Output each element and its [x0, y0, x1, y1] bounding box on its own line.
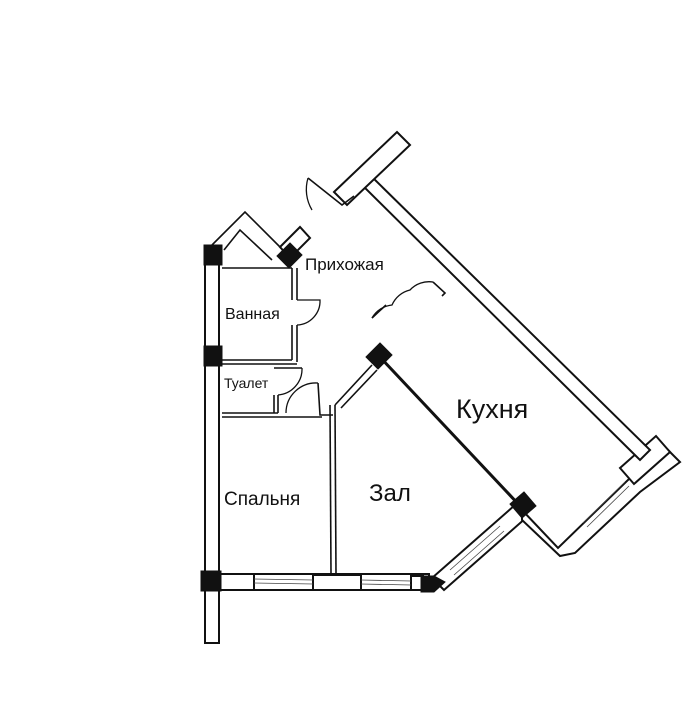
bedroom-door-swing	[285, 382, 319, 414]
room-label-hallway: Прихожая	[305, 255, 384, 274]
entrance-door-swing	[305, 177, 313, 211]
living-window	[360, 579, 412, 586]
column	[203, 244, 223, 266]
column	[365, 342, 393, 370]
living-diagonal-wall	[430, 503, 529, 592]
bedroom-window	[253, 578, 314, 585]
column	[509, 491, 537, 519]
toilet-walls	[222, 367, 322, 418]
bottom-exterior-wall	[218, 573, 430, 591]
bathroom-walls	[222, 267, 298, 365]
columns	[200, 242, 537, 593]
room-label-living: Зал	[369, 480, 411, 507]
room-label-bedroom: Спальня	[224, 489, 300, 510]
kitchen-exterior-wall	[521, 434, 682, 558]
column	[276, 242, 303, 269]
bedroom-living-partition	[317, 364, 378, 575]
toilet-door-swing	[277, 367, 303, 396]
kitchen-door-swing	[371, 281, 434, 319]
room-label-bathroom: Ванная	[225, 306, 280, 323]
bathroom-door-swing	[296, 299, 321, 326]
entrance-wall	[307, 130, 412, 207]
column	[420, 575, 446, 593]
column	[200, 570, 222, 592]
room-label-toilet: Туалет	[224, 375, 269, 391]
room-label-kitchen: Кухня	[456, 394, 528, 424]
column	[203, 345, 223, 367]
